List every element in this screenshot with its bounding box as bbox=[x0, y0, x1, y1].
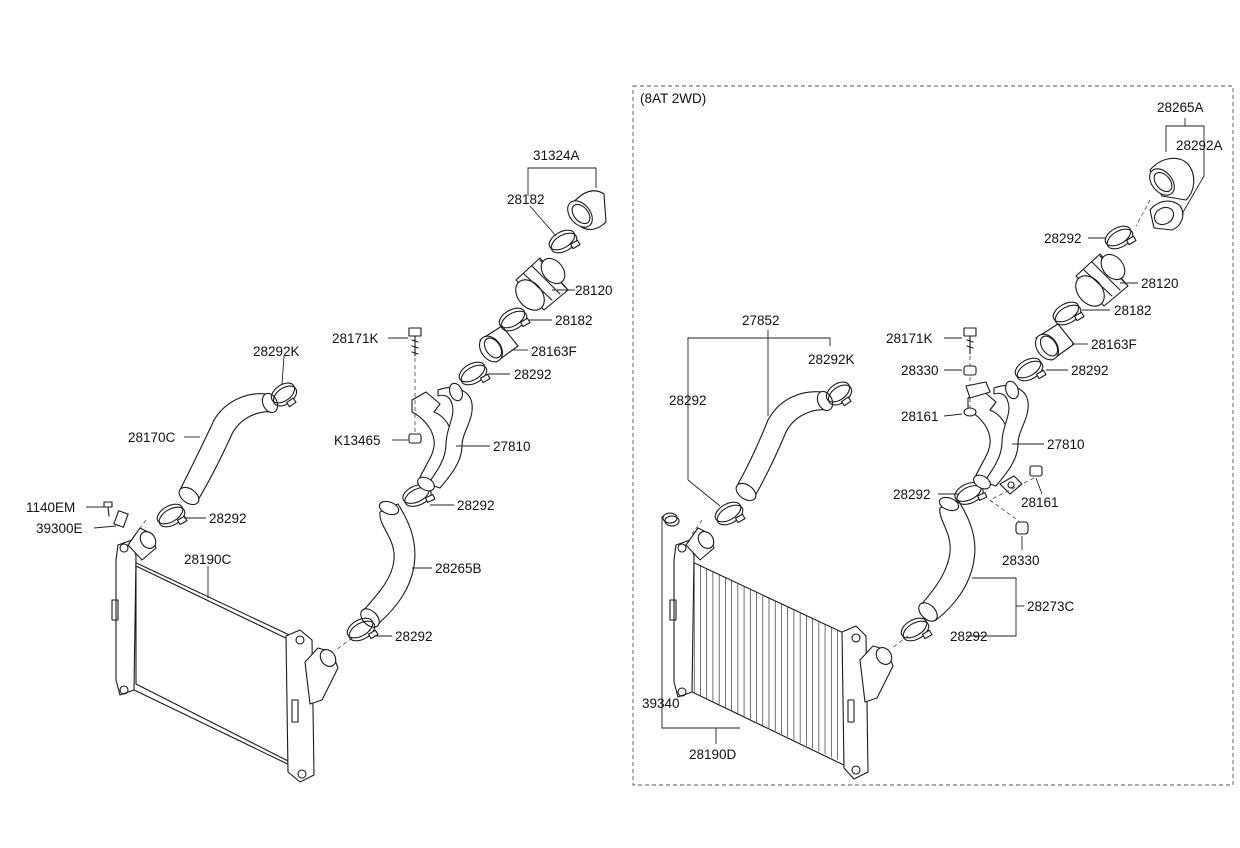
right-bracket-ear bbox=[965, 381, 991, 399]
label-28292-c: 28292 bbox=[457, 498, 495, 513]
label-28190c: 28190C bbox=[184, 552, 232, 567]
label-28292-c-r: 28292 bbox=[669, 393, 707, 408]
label-28292-d-r: 28292 bbox=[893, 487, 931, 502]
left-clamp-28292k bbox=[270, 382, 298, 408]
left-nut-k13465 bbox=[408, 433, 422, 444]
right-clamp-28182 bbox=[1052, 301, 1085, 326]
left-bellows-28120 bbox=[515, 257, 569, 311]
label-28292-b-r: 28292 bbox=[1071, 363, 1109, 378]
right-nut-28330-b bbox=[1015, 521, 1029, 535]
label-28292-b: 28292 bbox=[209, 511, 247, 526]
label-39340: 39340 bbox=[642, 696, 680, 711]
label-28330-a: 28330 bbox=[901, 363, 939, 378]
right-washer-28161-a bbox=[963, 407, 977, 417]
label-28120: 28120 bbox=[575, 283, 613, 298]
label-28292a: 28292A bbox=[1176, 138, 1223, 153]
left-hose-28170c bbox=[178, 392, 279, 506]
label-28182-mid: 28182 bbox=[555, 313, 593, 328]
label-28292-a: 28292 bbox=[514, 367, 552, 382]
right-pipe-27810 bbox=[967, 380, 1029, 495]
label-k13465: K13465 bbox=[334, 433, 381, 448]
label-1140em: 1140EM bbox=[26, 500, 75, 515]
label-28292-e-r: 28292 bbox=[950, 629, 988, 644]
label-28265a: 28265A bbox=[1157, 100, 1204, 115]
right-clamp-28292-e bbox=[900, 617, 933, 642]
left-clamp-28292-d bbox=[346, 617, 379, 642]
label-28182-top: 28182 bbox=[507, 192, 545, 207]
left-hose-28163f bbox=[478, 325, 519, 363]
left-labels: 31324A 28182 28120 28182 28171K 28163F 2… bbox=[26, 148, 613, 644]
right-labels: 28265A 28292A 28292 28120 28182 27852 28… bbox=[642, 100, 1223, 762]
label-28161-b: 28161 bbox=[1021, 495, 1059, 510]
label-28161-a: 28161 bbox=[901, 409, 939, 424]
right-clamp-28292-b bbox=[714, 501, 746, 526]
left-intercooler bbox=[111, 527, 339, 783]
right-clamp-28292-c bbox=[1014, 357, 1047, 382]
right-bolt-28171k bbox=[963, 327, 977, 355]
label-28190d: 28190D bbox=[689, 747, 737, 762]
label-28170c: 28170C bbox=[128, 430, 176, 445]
label-28163f-r: 28163F bbox=[1091, 337, 1137, 352]
label-28292k-r: 28292K bbox=[808, 352, 855, 367]
label-28182-r: 28182 bbox=[1114, 303, 1152, 318]
right-bellows-28120 bbox=[1075, 253, 1129, 307]
right-hose-28273c bbox=[918, 496, 976, 622]
right-intercooler bbox=[669, 527, 894, 780]
left-pipe-27810 bbox=[411, 382, 473, 492]
label-28292-top: 28292 bbox=[1044, 231, 1082, 246]
left-hose-28265b bbox=[360, 500, 416, 628]
label-28171k: 28171K bbox=[332, 331, 379, 346]
left-leaders bbox=[86, 167, 597, 651]
label-28292k: 28292K bbox=[253, 344, 300, 359]
right-leaders bbox=[661, 118, 1205, 744]
left-clamp-28182-mid bbox=[498, 307, 531, 332]
right-nut-28330-a bbox=[963, 365, 977, 376]
label-28330-b: 28330 bbox=[1002, 553, 1040, 568]
left-bolt-1140em bbox=[103, 501, 129, 528]
right-hose-28163f bbox=[1034, 323, 1075, 361]
variant-frame bbox=[632, 85, 1234, 786]
left-clamp-28292-b bbox=[156, 503, 188, 528]
label-28163f: 28163F bbox=[531, 344, 577, 359]
label-28171k-r: 28171K bbox=[886, 331, 933, 346]
left-clamp-28292-a bbox=[458, 361, 491, 386]
right-clamp-28292-top bbox=[1104, 225, 1137, 250]
label-27810: 27810 bbox=[493, 439, 531, 454]
label-31324a: 31324A bbox=[533, 148, 580, 163]
right-elbow-28265a bbox=[1149, 157, 1195, 201]
left-bolt-28171k bbox=[408, 327, 422, 357]
right-clamp-28292a bbox=[1149, 200, 1184, 231]
left-clamp-28182-top bbox=[548, 229, 581, 254]
right-bracket-39340 bbox=[662, 512, 680, 527]
right-washer-28161-b bbox=[1029, 465, 1043, 477]
left-elbow-31324a bbox=[567, 190, 607, 231]
label-28273c: 28273C bbox=[1027, 599, 1075, 614]
label-27852: 27852 bbox=[742, 313, 780, 328]
label-28120-r: 28120 bbox=[1141, 276, 1179, 291]
right-hose-27852 bbox=[735, 390, 834, 502]
right-clamp-28292k bbox=[825, 381, 853, 407]
label-28265b: 28265B bbox=[435, 561, 482, 576]
label-27810-r: 27810 bbox=[1047, 437, 1085, 452]
label-39300e: 39300E bbox=[36, 521, 83, 536]
variant-label: (8AT 2WD) bbox=[640, 91, 706, 106]
label-28292-d: 28292 bbox=[395, 629, 433, 644]
